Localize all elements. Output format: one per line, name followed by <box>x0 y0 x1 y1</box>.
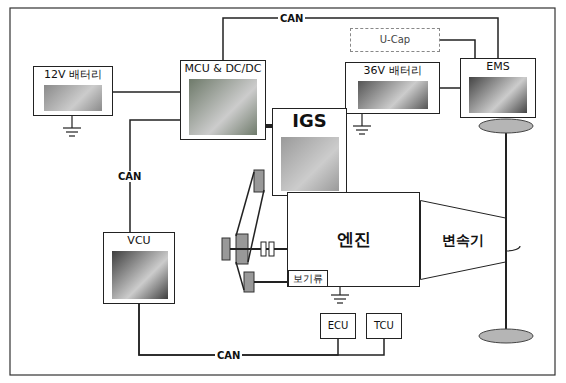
node-text: 엔진 <box>337 230 371 250</box>
connector <box>113 91 180 93</box>
node-text: 보기류 <box>293 273 323 285</box>
pulley <box>222 238 230 260</box>
photo <box>358 81 428 109</box>
connector <box>440 40 475 58</box>
battery-box: 36V 배터리 <box>345 62 440 114</box>
connector <box>139 304 338 355</box>
ground-symbol <box>63 116 81 136</box>
controller-box: MCU & DC/DC <box>180 60 266 140</box>
node-text: ECU <box>328 320 349 332</box>
bus-label: CAN <box>278 13 305 24</box>
node-text: 36V 배터리 <box>363 65 421 78</box>
node-text: MCU & DC/DC <box>185 63 262 76</box>
pulley <box>244 272 254 292</box>
node-text: 12V 배터리 <box>44 69 102 82</box>
node-text: 변속기 <box>442 232 484 248</box>
photo <box>189 79 257 135</box>
ems-box: EMS <box>460 58 536 118</box>
bus-label: CAN <box>116 171 143 182</box>
wheel <box>479 329 533 343</box>
node-text: TCU <box>374 320 394 332</box>
wheel <box>479 119 533 133</box>
connector <box>139 304 384 355</box>
pulley <box>254 170 264 192</box>
photo <box>281 137 339 191</box>
belt <box>236 172 254 236</box>
photo <box>469 77 527 113</box>
ecu-box: ECU <box>320 313 356 339</box>
motor-box: IGS <box>272 108 347 196</box>
accessory-box: 보기류 <box>288 270 328 287</box>
coupling <box>269 242 274 256</box>
bus-label: CAN <box>215 350 242 361</box>
tcu-box: TCU <box>366 313 402 339</box>
connector <box>223 18 498 60</box>
ground-symbol <box>331 287 349 303</box>
node-text: EMS <box>486 61 509 74</box>
transmission-shape: 변속기 <box>420 200 506 280</box>
engine-box: 엔진보기류 <box>287 192 420 287</box>
shaft <box>254 281 287 283</box>
connector <box>440 87 460 89</box>
shaft <box>230 248 287 250</box>
photo <box>44 85 102 111</box>
node-text: IGS <box>292 111 326 132</box>
ground-symbol <box>353 114 371 134</box>
capacitor-box: U-Cap <box>350 28 440 52</box>
coupling <box>261 242 266 256</box>
vcu-box: VCU <box>103 232 175 304</box>
photo <box>112 251 168 299</box>
battery-box: 12V 배터리 <box>33 66 113 116</box>
belt <box>236 262 244 290</box>
node-text: VCU <box>127 235 150 248</box>
node-text: U-Cap <box>380 34 410 46</box>
outer-frame <box>10 8 555 375</box>
